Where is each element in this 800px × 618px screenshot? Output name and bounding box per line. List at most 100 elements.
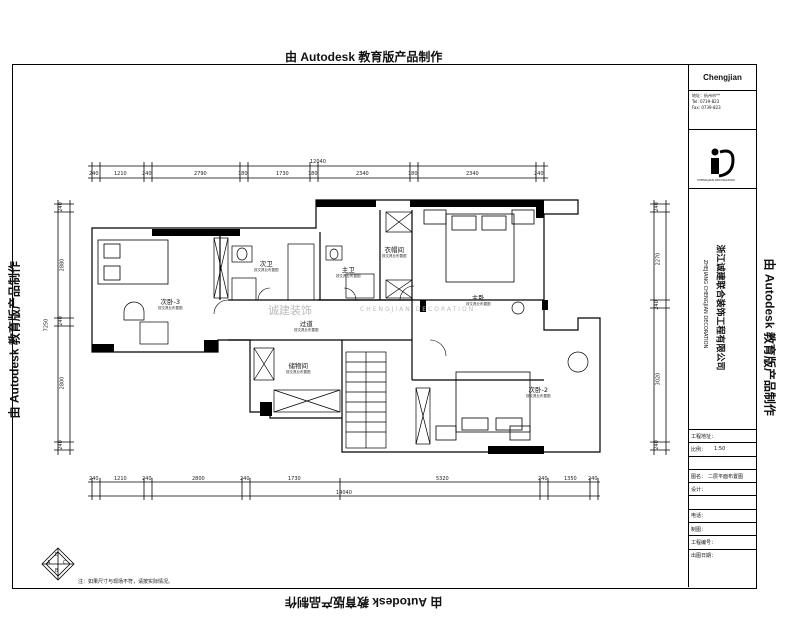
compass-letter: C xyxy=(63,560,67,566)
dim-left-total: 7250 xyxy=(43,318,50,332)
field-row: 比例： 1:50 xyxy=(689,443,756,457)
field-row: 电话： xyxy=(689,510,756,524)
drawing-frame xyxy=(12,64,757,589)
dim-top: 240 xyxy=(89,171,99,177)
dim-left: 240 xyxy=(57,316,64,326)
dim-right: 240 xyxy=(653,300,660,310)
dim-right: 240 xyxy=(653,440,660,450)
room-note: 按文具业布置图 xyxy=(294,328,319,332)
contact-line: 地址：杭州市** xyxy=(692,93,720,98)
dim-top: 1210 xyxy=(114,171,127,177)
dim-bottom: 240 xyxy=(89,476,99,482)
field-row: 设计： xyxy=(689,483,756,497)
dim-left: 240 xyxy=(57,202,64,212)
compass-symbol xyxy=(41,547,75,581)
field-row xyxy=(689,496,756,510)
watermark-overlay-cn: 诚建装饰 xyxy=(268,304,312,317)
watermark-overlay-en: CHENGJIAN DECORATION xyxy=(360,306,476,313)
dim-bottom: 240 xyxy=(538,476,548,482)
dim-top-total: 12040 xyxy=(310,159,326,165)
dim-top: 240 xyxy=(534,171,544,177)
room-note: 按文具业布置图 xyxy=(382,254,407,258)
field-row: 图名：二层平面布置图 xyxy=(689,470,756,484)
room-label-corridor: 过道按文具业布置图 xyxy=(294,318,319,333)
room-note: 按文具业布置图 xyxy=(158,306,183,310)
dim-bottom: 240 xyxy=(240,476,250,482)
room-note: 按文具业布置图 xyxy=(254,268,279,272)
dim-top: 2340 xyxy=(356,171,369,177)
dim-right: 240 xyxy=(653,202,660,212)
brand-bar: Chengjian xyxy=(689,64,756,91)
dim-top: 180 xyxy=(408,171,418,177)
dim-bottom: 240 xyxy=(142,476,152,482)
room-name: 过道 xyxy=(299,320,313,328)
field-row: 制图： xyxy=(689,523,756,537)
company-name-en: ZHEJIANG CHENGJIAN DECORATION xyxy=(702,259,708,349)
dim-right: 2270 xyxy=(655,252,662,266)
room-name: 主卧 xyxy=(471,294,485,302)
dim-top: 2340 xyxy=(466,171,479,177)
contact-box: 地址：杭州市** Tel: 0739-823 Fax: 0739-823 xyxy=(689,91,756,130)
dim-top: 240 xyxy=(142,171,152,177)
room-name: 次卫 xyxy=(259,260,273,268)
room-label-master-bath: 主卫按文具业布置图 xyxy=(336,264,361,279)
room-note: 按文具业布置图 xyxy=(526,394,551,398)
company-name-cn: 浙江诚建联合装饰工程有限公司 xyxy=(714,244,725,371)
dim-bottom: 5320 xyxy=(436,476,449,482)
field-label: 比例： xyxy=(691,446,707,453)
field-label: 图名： xyxy=(691,473,707,480)
dim-top: 180 xyxy=(238,171,248,177)
field-label: 工程编号： xyxy=(691,540,717,547)
dim-left: 2800 xyxy=(59,376,66,390)
field-label: 工程地址： xyxy=(691,433,717,440)
company-logo xyxy=(711,148,735,178)
room-note: 按文具业布置图 xyxy=(336,274,361,278)
dim-top: 1730 xyxy=(276,171,289,177)
field-label: 设计： xyxy=(691,486,707,493)
room-label-storage: 储物间按文具业布置图 xyxy=(286,360,311,375)
dim-bottom: 1350 xyxy=(564,476,577,482)
dim-bottom: 240 xyxy=(588,476,598,482)
drawing-note: 注：如果尺寸与现场不符，请按实际情况。 xyxy=(78,579,174,585)
room-name: 储物间 xyxy=(288,362,309,370)
dim-bottom: 1730 xyxy=(288,476,301,482)
compass-letter: B xyxy=(55,568,59,574)
field-row xyxy=(689,457,756,470)
logo-box: CHENGJIAN DECORATION xyxy=(689,130,756,189)
dim-bottom-total: 14040 xyxy=(336,490,352,496)
field-label: 制图： xyxy=(691,526,707,533)
room-name: 主卫 xyxy=(341,266,355,274)
field-row: 出图日期： xyxy=(689,550,756,562)
dim-left: 240 xyxy=(57,440,64,450)
field-label: 电话： xyxy=(691,513,707,520)
room-name: 次卧-2 xyxy=(528,386,548,394)
room-label-master-bedroom: 主卧按文具业布置图 xyxy=(466,292,491,307)
room-name: 衣帽间 xyxy=(384,246,405,254)
compass-letter: A xyxy=(47,560,51,566)
dim-top: 180 xyxy=(308,171,318,177)
field-value: 1:50 xyxy=(714,446,726,453)
room-label-walk-in-closet: 衣帽间按文具业布置图 xyxy=(382,244,407,259)
brand-name: Chengjian xyxy=(703,72,742,82)
dim-bottom: 1210 xyxy=(114,476,127,482)
contact-line: Tel: 0739-823 xyxy=(692,99,720,104)
room-name: 次卧-3 xyxy=(160,298,180,306)
compass-letter: D xyxy=(55,552,59,558)
field-label: 出图日期： xyxy=(691,553,717,560)
contact-line: Fax: 0739-823 xyxy=(692,105,721,110)
floor-plan xyxy=(41,162,670,581)
company-box: 浙江诚建联合装饰工程有限公司 ZHEJIANG CHENGJIAN DECORA… xyxy=(689,189,756,430)
room-note: 按文具业布置图 xyxy=(286,370,311,374)
watermark-top: 由 Autodesk 教育版产品制作 xyxy=(285,50,443,64)
title-block: Chengjian 地址：杭州市** Tel: 0739-823 Fax: 07… xyxy=(688,64,756,587)
field-row: 工程编号： xyxy=(689,536,756,550)
dim-right: 3020 xyxy=(655,372,662,386)
title-fields: 工程地址： 比例： 1:50 图名：二层平面布置图 设计： 电话： 制图： 工程编… xyxy=(689,430,756,562)
watermark-right: 由 Autodesk 教育版产品制作 xyxy=(762,258,777,416)
room-note: 按文具业布置图 xyxy=(466,302,491,306)
dim-top: 2790 xyxy=(194,171,207,177)
room-label-second-bath: 次卫按文具业布置图 xyxy=(254,258,279,273)
field-value: 二层平面布置图 xyxy=(708,473,744,480)
